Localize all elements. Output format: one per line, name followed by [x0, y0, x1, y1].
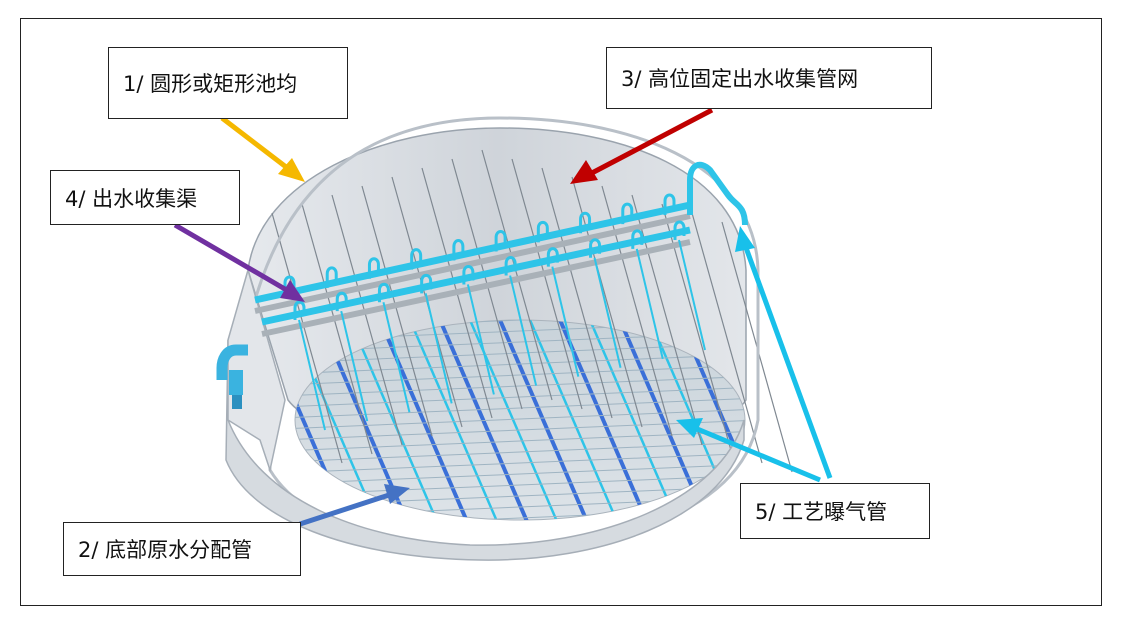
floor-rung: [295, 441, 745, 463]
drop-pipe: [382, 301, 411, 413]
hook-pipe: [335, 291, 348, 312]
hook-pipe: [494, 229, 507, 252]
floor-rung: [295, 397, 745, 419]
hook-pipe: [367, 257, 380, 279]
arrow-tank-shape: [220, 116, 305, 182]
floor-pipe: [438, 320, 537, 520]
label-aeration-pipe-text: 5/ 工艺曝气管: [755, 500, 888, 524]
arrow-aeration-1: [676, 418, 821, 483]
outlet-collection-hooks: [283, 193, 706, 431]
label-bottom-distribution-pipe: 2/ 底部原水分配管: [63, 522, 301, 576]
floor-pipe: [498, 320, 597, 520]
outlet-collection-channel: [254, 201, 691, 337]
hook-pipe: [579, 211, 592, 234]
label-bottom-distribution-pipe-text: 2/ 底部原水分配管: [78, 538, 253, 562]
hook-pipe: [663, 193, 676, 215]
label-outlet-collection-network-text: 3/ 高位固定出水收集管网: [621, 67, 859, 91]
label-aeration-pipe: 5/ 工艺曝气管: [740, 483, 930, 539]
floor-pipe: [80, 320, 175, 540]
hook-pipe: [452, 239, 465, 261]
wall-rod: [301, 203, 373, 455]
hook-pipe: [536, 220, 549, 243]
wall-rod: [511, 158, 583, 410]
wall-rod: [271, 212, 343, 464]
drop-pipe: [340, 310, 369, 422]
wall-rod: [691, 212, 763, 464]
floor-rung: [295, 353, 745, 375]
hook-pipe: [673, 220, 686, 240]
drop-pipe: [509, 275, 538, 386]
tank-cutaway-left: [227, 267, 286, 473]
wall-rod: [601, 185, 673, 437]
aeration-riser-pipe: [687, 161, 748, 226]
label-outlet-collection-network: 3/ 高位固定出水收集管网: [606, 47, 932, 109]
arrow-aeration-2: [735, 226, 833, 479]
drop-pipe: [593, 257, 622, 369]
hook-pipe: [325, 266, 338, 288]
drop-pipe: [635, 248, 664, 360]
wall-rod: [541, 167, 613, 419]
hook-pipe: [410, 248, 423, 270]
hook-pipe: [631, 229, 644, 249]
drop-pipe: [424, 293, 453, 404]
floor-rung: [295, 452, 745, 474]
inlet-pipe: [216, 344, 248, 409]
floor-rung: [295, 408, 745, 430]
hook-pipe: [293, 300, 306, 320]
hook-pipe: [589, 238, 602, 258]
wall-rod: [571, 176, 643, 428]
floor-rung: [295, 463, 745, 485]
floor-pipe: [110, 320, 205, 540]
arrow-outlet-channel: [173, 222, 305, 302]
wall-rod: [481, 149, 553, 401]
wall-rod: [331, 194, 403, 446]
drop-pipe: [466, 284, 495, 395]
drop-pipe: [551, 266, 580, 377]
arrow-distribution-pipe: [299, 484, 410, 527]
label-outlet-channel-text: 4/ 出水收集渠: [65, 186, 198, 211]
hook-pipe: [546, 247, 559, 267]
hook-pipe: [504, 256, 517, 276]
hook-pipe: [283, 275, 296, 297]
floor-pipe: [558, 320, 657, 520]
diagram-frame: [20, 18, 1102, 606]
hook-pipe: [420, 273, 433, 294]
drop-pipe: [678, 239, 706, 351]
hook-pipe: [462, 264, 475, 285]
wall-rod: [361, 185, 433, 437]
hook-pipe: [621, 202, 634, 225]
label-tank-shape: 1/ 圆形或矩形池均: [108, 47, 348, 119]
hook-pipe: [377, 282, 390, 303]
tank-front-wall: [225, 339, 745, 561]
label-outlet-channel: 4/ 出水收集渠: [50, 170, 240, 225]
floor-rung: [295, 386, 745, 408]
floor-rung: [295, 430, 745, 452]
drop-pipe: [298, 319, 326, 431]
arrow-outlet-network: [570, 107, 714, 184]
label-tank-shape-text: 1/ 圆形或矩形池均: [123, 72, 298, 96]
